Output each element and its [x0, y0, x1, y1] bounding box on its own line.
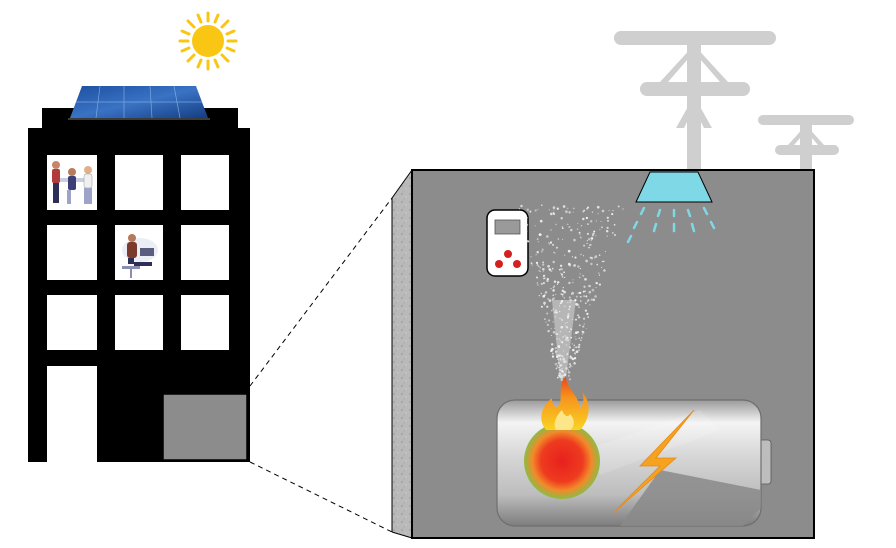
- building-window: [115, 295, 163, 350]
- building-window: [47, 295, 97, 350]
- building-window: [181, 295, 229, 350]
- power-pylon-icon: [758, 115, 854, 172]
- solar-panel-icon: [68, 85, 210, 120]
- office-building: [28, 85, 250, 462]
- thermal-hotspot: [524, 423, 600, 499]
- sun-icon: [178, 11, 238, 71]
- lightning-bolt-icon: [611, 409, 695, 515]
- vapor-plume: [518, 204, 624, 382]
- power-pylon-icon: [614, 31, 776, 170]
- fire-icon: [541, 376, 589, 430]
- person-at-laptop-illustration: [122, 234, 158, 278]
- meeting-people-illustration: [52, 161, 93, 204]
- building-door: [47, 366, 97, 462]
- battery-room-box: [162, 393, 248, 461]
- room-side-wall: [392, 170, 412, 538]
- sprinkler-icon: [626, 171, 716, 244]
- building-window: [181, 155, 229, 210]
- building-window: [115, 155, 163, 210]
- zoom-line-top: [249, 197, 393, 387]
- building-window: [181, 225, 229, 280]
- building-window: [47, 225, 97, 280]
- smoke-detector-icon: [486, 209, 529, 277]
- zoom-line-bottom: [249, 461, 393, 533]
